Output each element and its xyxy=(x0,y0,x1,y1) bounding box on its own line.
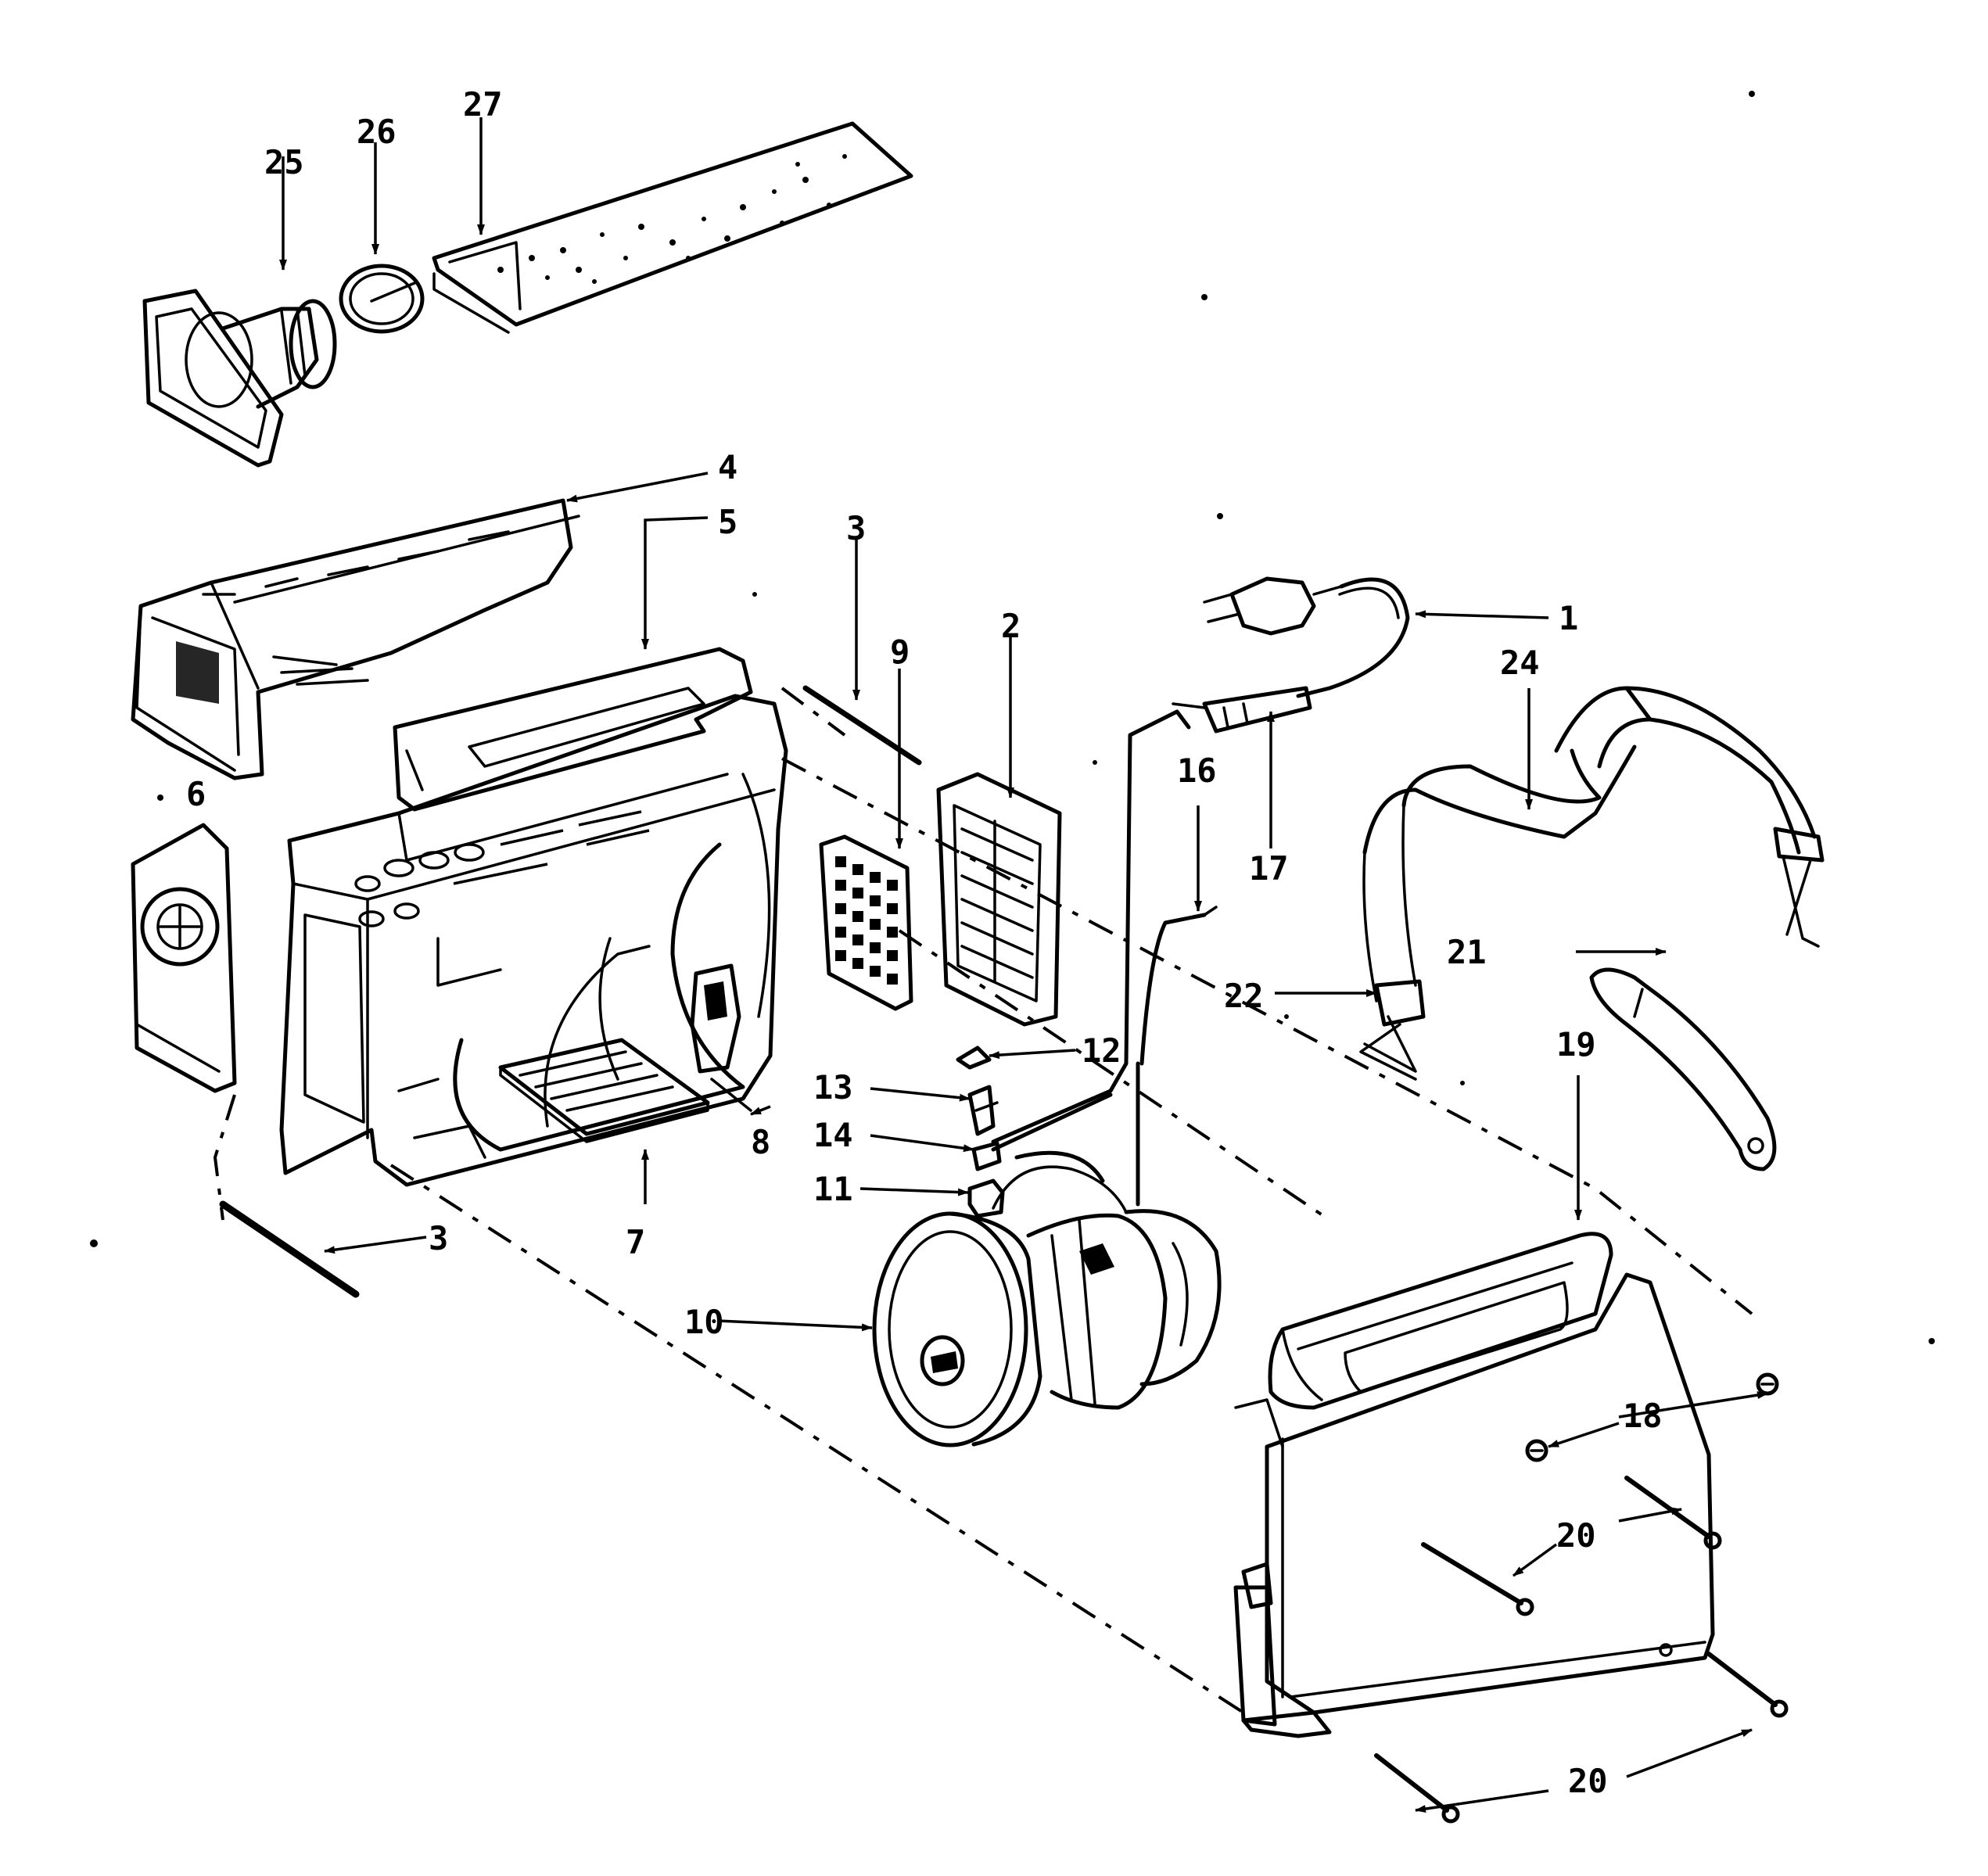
callout-5: 5 xyxy=(718,503,737,541)
part-12-switch-cap xyxy=(956,1046,992,1070)
callout-1: 1 xyxy=(1559,599,1578,637)
part-17-strain-relief xyxy=(1172,686,1312,734)
part-3-rod-upper xyxy=(802,685,922,766)
callout-16: 16 xyxy=(1177,751,1217,790)
callout-8: 8 xyxy=(751,1123,770,1161)
callout-13: 13 xyxy=(813,1068,853,1107)
callout-12: 12 xyxy=(1082,1031,1121,1070)
part-16-wire-harness xyxy=(991,709,1218,1207)
callout-20-lower: 20 xyxy=(1568,1762,1608,1800)
part-9-filter-screen xyxy=(819,834,913,1011)
part-3-rod-lower xyxy=(219,1200,360,1298)
part-24-shoulder-strap xyxy=(1362,686,1825,1027)
callout-3-lower: 3 xyxy=(429,1219,448,1257)
assembly-center-lines xyxy=(213,687,1753,1714)
callout-17: 17 xyxy=(1249,849,1289,888)
callout-19: 19 xyxy=(1556,1025,1596,1064)
callout-24: 24 xyxy=(1500,644,1540,682)
callout-4: 4 xyxy=(718,448,737,486)
part-14-switch-plate xyxy=(971,1141,1002,1171)
part-8-switch-bracket xyxy=(710,1078,752,1112)
front-cover-plate xyxy=(1233,1272,1715,1738)
part-7-tray xyxy=(498,1038,710,1143)
callout-6: 6 xyxy=(186,775,206,813)
part-11-connector xyxy=(967,1178,1005,1218)
callout-7: 7 xyxy=(626,1223,645,1261)
part-21-short-strap xyxy=(1589,967,1777,1171)
part-4-bag-housing xyxy=(131,498,580,780)
callout-22: 22 xyxy=(1224,977,1264,1015)
part-26-ring xyxy=(339,264,425,334)
callout-2: 2 xyxy=(1001,607,1021,645)
part-1-power-cord xyxy=(1203,576,1410,698)
callout-11: 11 xyxy=(813,1170,853,1208)
callout-21: 21 xyxy=(1447,933,1487,971)
callout-9: 9 xyxy=(890,633,910,671)
callout-20-upper: 20 xyxy=(1556,1516,1596,1555)
callout-18: 18 xyxy=(1623,1397,1663,1435)
scan-specks xyxy=(90,91,1935,1344)
callout-27: 27 xyxy=(463,85,503,124)
part-2-grille xyxy=(936,772,1062,1027)
part-20-bolts xyxy=(1374,1476,1789,1824)
callout-26: 26 xyxy=(357,113,397,151)
part-10-motor xyxy=(872,1165,1222,1447)
part-25-nozzle xyxy=(142,289,337,468)
callout-10: 10 xyxy=(684,1303,724,1341)
part-13-switch xyxy=(967,1085,999,1136)
callout-14: 14 xyxy=(813,1116,853,1154)
part-6-end-cap xyxy=(131,823,237,1093)
part-5-housing-body xyxy=(279,647,788,1187)
part-27-filter-bag xyxy=(432,121,913,334)
callout-labels: 25 26 27 4 5 3 9 2 1 24 16 17 6 21 22 12… xyxy=(186,85,1663,1800)
leader-lines xyxy=(279,117,1768,1813)
callout-25: 25 xyxy=(264,143,304,181)
callout-3-upper: 3 xyxy=(846,509,866,547)
part-19-handle-cover xyxy=(1268,1232,1613,1410)
part-22-buckle xyxy=(1359,1015,1417,1081)
